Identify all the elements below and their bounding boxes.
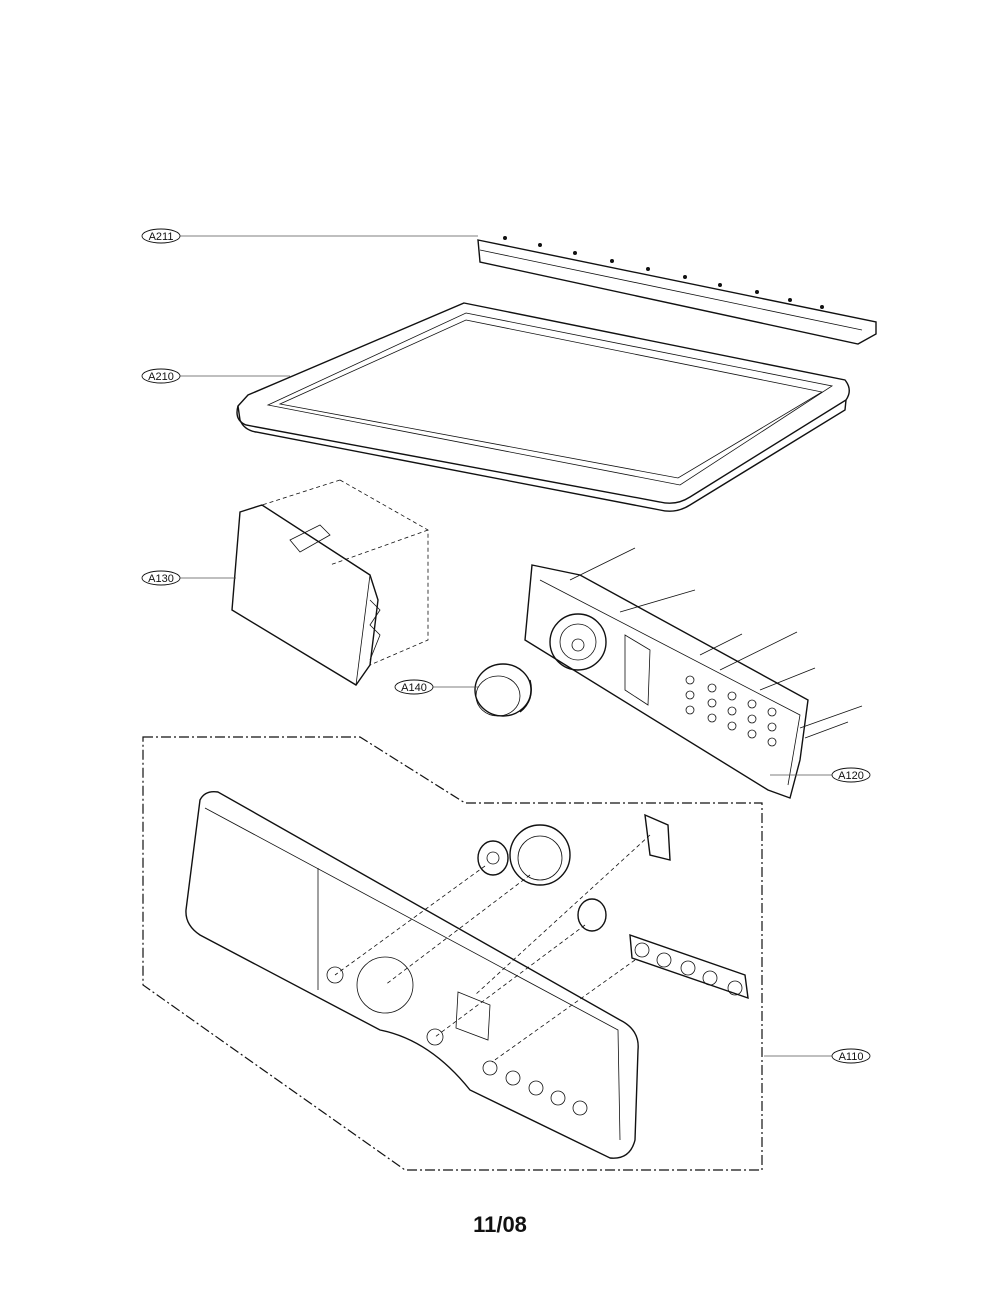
part-a140-knob — [474, 663, 532, 717]
callout-a211: A211 — [141, 228, 478, 244]
part-a211-rear-bracket — [477, 236, 877, 345]
part-a110-control-panel — [142, 736, 763, 1171]
label-a120: A120 — [838, 770, 864, 782]
part-a120-control-board — [524, 547, 863, 799]
callout-a110: A110 — [764, 1048, 871, 1064]
part-a130-dispenser-drawer — [231, 479, 429, 686]
label-a110: A110 — [839, 1051, 864, 1063]
page-date-code: 11/08 — [473, 1212, 527, 1237]
label-a211: A211 — [149, 231, 174, 243]
callout-a130: A130 — [141, 570, 236, 586]
callout-a120: A120 — [770, 767, 871, 783]
part-a210-top-cover — [236, 302, 850, 512]
label-a210: A210 — [148, 371, 174, 383]
callout-a210: A210 — [141, 368, 290, 384]
callout-a140: A140 — [394, 679, 478, 695]
label-a140: A140 — [401, 682, 427, 694]
label-a130: A130 — [148, 573, 174, 585]
